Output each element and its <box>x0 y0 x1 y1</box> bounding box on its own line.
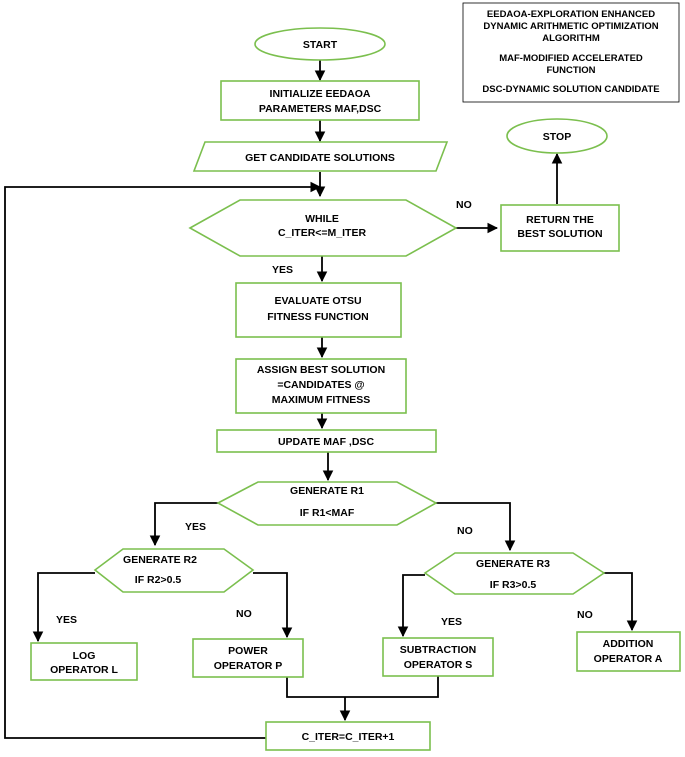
r3-label-1: GENERATE R3 <box>476 558 550 570</box>
while-label-2: C_ITER<=M_ITER <box>278 227 367 239</box>
assign-node: ASSIGN BEST SOLUTION =CANDIDATES @ MAXIM… <box>235 358 407 414</box>
get-candidates-node: GET CANDIDATE SOLUTIONS <box>192 141 449 172</box>
label-r3-no: NO <box>577 609 593 621</box>
iter-box <box>265 721 431 751</box>
start-ellipse <box>254 27 386 61</box>
legend-line-5: FUNCTION <box>546 65 595 76</box>
label-r1-yes: YES <box>185 521 206 533</box>
stop-ellipse <box>506 118 608 154</box>
addition-label-2: OPERATOR A <box>594 653 663 665</box>
edge-r1-no-r3 <box>436 502 516 552</box>
label-r1-no: NO <box>457 525 473 537</box>
r3-node: GENERATE R3 IF R3>0.5 <box>423 552 606 595</box>
power-label-1: POWER <box>228 645 268 657</box>
while-hexagon <box>188 199 458 257</box>
log-label-2: OPERATOR L <box>50 664 118 676</box>
edge-power-merge <box>286 677 345 698</box>
get-candidates-label: GET CANDIDATE SOLUTIONS <box>245 152 395 164</box>
power-node: POWER OPERATOR P <box>192 638 304 678</box>
legend-line-3: ALGORITHM <box>542 33 600 44</box>
addition-box <box>576 631 681 672</box>
legend-line-4: MAF-MODIFIED ACCELERATED <box>499 53 643 64</box>
while-node: WHILE C_ITER<=M_ITER <box>188 199 458 257</box>
assign-box <box>235 358 407 414</box>
get-candidates-parallelogram <box>192 141 449 172</box>
evaluate-box <box>235 282 402 338</box>
evaluate-label-1: EVALUATE OTSU <box>274 295 361 307</box>
subtraction-box <box>382 637 494 677</box>
legend-box <box>462 2 680 103</box>
r3-hexagon <box>423 552 606 595</box>
r1-label-1: GENERATE R1 <box>290 485 364 497</box>
edge-r2-no-power <box>253 572 293 639</box>
r3-label-2: IF R3>0.5 <box>490 579 537 591</box>
assign-label-3: MAXIMUM FITNESS <box>272 394 371 406</box>
label-r2-yes: YES <box>56 614 77 626</box>
r1-node: GENERATE R1 IF R1<MAF <box>216 481 438 526</box>
r2-label-1: GENERATE R2 <box>123 554 197 566</box>
edge-r3-no-add <box>604 572 638 632</box>
return-box <box>500 204 620 252</box>
assign-label-1: ASSIGN BEST SOLUTION <box>257 364 385 376</box>
connectors <box>4 60 638 739</box>
start-node: START <box>254 27 386 61</box>
r1-hexagon <box>216 481 438 526</box>
label-r3-yes: YES <box>441 616 462 628</box>
return-label-1: RETURN THE <box>526 214 594 226</box>
log-box <box>30 642 138 681</box>
r2-hexagon <box>93 548 255 593</box>
update-node: UPDATE MAF ,DSC <box>216 429 437 453</box>
init-label-2: PARAMETERS MAF,DSC <box>259 103 382 115</box>
init-label-1: INITIALIZE EEDAOA <box>270 88 371 100</box>
update-box <box>216 429 437 453</box>
power-label-2: OPERATOR P <box>214 660 282 672</box>
edge-r1-yes-r2 <box>149 502 218 547</box>
start-label: START <box>303 39 338 51</box>
stop-label: STOP <box>543 131 571 143</box>
while-label-1: WHILE <box>305 213 339 225</box>
edge-r3-yes-sub <box>397 574 425 638</box>
r2-node: GENERATE R2 IF R2>0.5 <box>93 548 255 593</box>
edge-sub-merge <box>345 676 439 698</box>
legend-line-2: DYNAMIC ARITHMETIC OPTIMIZATION <box>483 21 658 32</box>
legend-line-1: EEDAOA-EXPLORATION ENHANCED <box>487 9 655 20</box>
evaluate-node: EVALUATE OTSU FITNESS FUNCTION <box>235 282 402 338</box>
addition-node: ADDITION OPERATOR A <box>576 631 681 672</box>
label-r2-no: NO <box>236 608 252 620</box>
legend: EEDAOA-EXPLORATION ENHANCED DYNAMIC ARIT… <box>462 2 680 103</box>
log-label-1: LOG <box>73 650 96 662</box>
subtraction-node: SUBTRACTION OPERATOR S <box>382 637 494 677</box>
edge-loop-back <box>4 181 322 739</box>
r1-label-2: IF R1<MAF <box>300 507 355 519</box>
addition-label-1: ADDITION <box>603 638 654 650</box>
assign-label-2: =CANDIDATES @ <box>277 379 364 391</box>
label-while-yes: YES <box>272 264 293 276</box>
return-node: RETURN THE BEST SOLUTION <box>500 204 620 252</box>
init-box <box>220 80 420 121</box>
stop-node: STOP <box>506 118 608 154</box>
evaluate-label-2: FITNESS FUNCTION <box>267 311 369 323</box>
iter-label: C_ITER=C_ITER+1 <box>302 731 395 743</box>
legend-line-6: DSC-DYNAMIC SOLUTION CANDIDATE <box>482 84 659 95</box>
power-box <box>192 638 304 678</box>
label-while-no: NO <box>456 199 472 211</box>
init-node: INITIALIZE EEDAOA PARAMETERS MAF,DSC <box>220 80 420 121</box>
edge-r2-yes-log <box>32 572 95 643</box>
r2-label-2: IF R2>0.5 <box>135 574 182 586</box>
subtraction-label-1: SUBTRACTION <box>400 644 476 656</box>
return-label-2: BEST SOLUTION <box>517 228 602 240</box>
update-label: UPDATE MAF ,DSC <box>278 436 374 448</box>
log-node: LOG OPERATOR L <box>30 642 138 681</box>
subtraction-label-2: OPERATOR S <box>404 659 472 671</box>
iter-node: C_ITER=C_ITER+1 <box>265 721 431 751</box>
